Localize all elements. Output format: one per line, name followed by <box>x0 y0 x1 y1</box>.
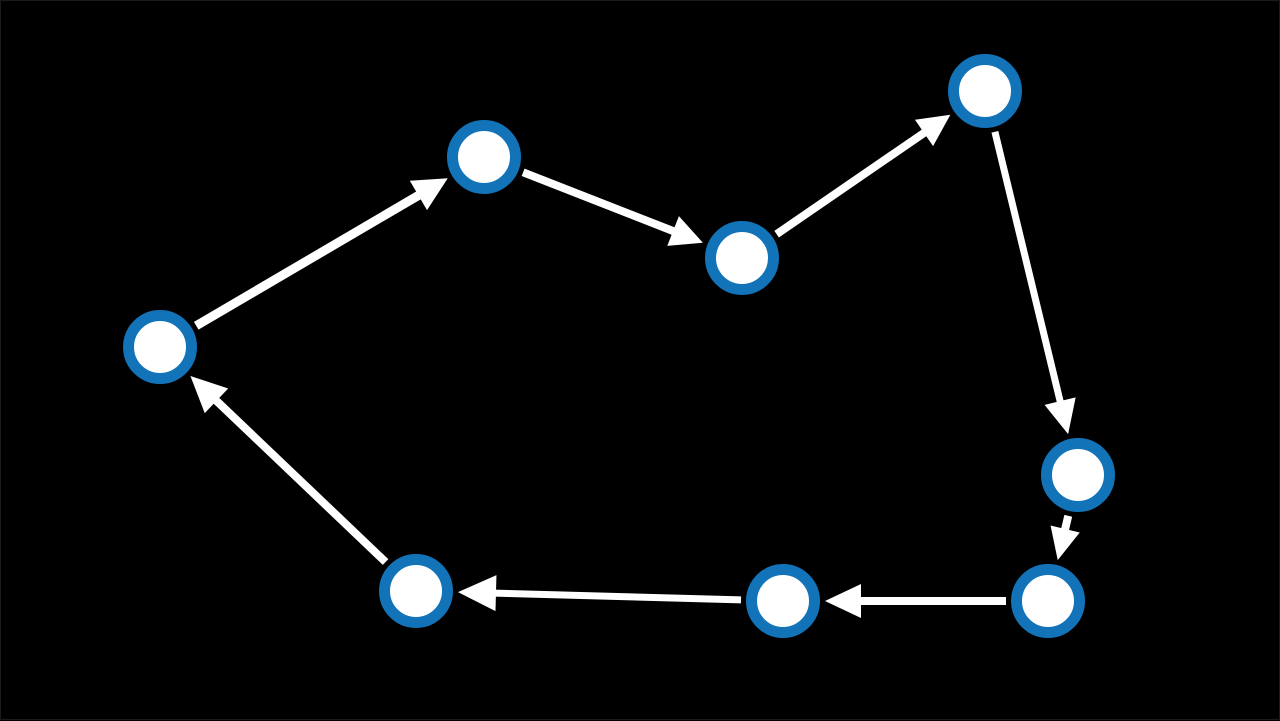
edge-left-to-top-mid[interactable] <box>193 178 448 330</box>
edge-bottom-left-to-left-line <box>212 396 389 565</box>
edge-bottom-mid-to-bottom-left-arrowhead-icon <box>457 575 497 612</box>
edge-top-mid-to-mid-line <box>521 168 677 236</box>
edges-layer <box>190 114 1080 618</box>
edge-left-to-top-mid-arrowhead-icon <box>409 178 448 211</box>
edge-top-right-to-right-upper[interactable] <box>991 130 1076 435</box>
node-top-mid[interactable] <box>447 120 521 194</box>
edge-bottom-mid-to-bottom-left[interactable] <box>457 575 742 612</box>
node-mid[interactable] <box>705 221 779 295</box>
node-top-right[interactable] <box>948 54 1022 128</box>
node-left[interactable] <box>123 310 197 384</box>
edge-right-upper-to-right-lower-arrowhead-icon <box>1050 525 1080 561</box>
edge-bottom-left-to-left-arrowhead-icon <box>190 375 229 414</box>
edge-right-lower-to-bottom-mid[interactable] <box>825 584 1006 618</box>
edge-mid-to-top-right-arrowhead-icon <box>914 114 951 147</box>
edge-top-mid-to-mid-arrowhead-icon <box>667 216 703 246</box>
edge-mid-to-top-right[interactable] <box>774 114 951 238</box>
node-bottom-left[interactable] <box>379 554 453 628</box>
edge-left-to-top-mid-line <box>193 190 423 330</box>
edge-top-mid-to-mid[interactable] <box>521 168 703 246</box>
node-right-upper[interactable] <box>1041 438 1115 512</box>
edge-top-right-to-right-upper-line <box>991 130 1064 404</box>
node-right-lower[interactable] <box>1011 564 1085 638</box>
node-bottom-mid[interactable] <box>746 564 820 638</box>
edge-right-upper-to-right-lower[interactable] <box>1050 514 1080 561</box>
edge-right-lower-to-bottom-mid-arrowhead-icon <box>825 584 861 618</box>
edge-mid-to-top-right-line <box>774 128 928 238</box>
edge-bottom-mid-to-bottom-left-line <box>493 589 742 604</box>
edge-right-upper-to-right-lower-line <box>1060 514 1073 532</box>
nodes-layer <box>123 54 1115 638</box>
edge-bottom-left-to-left[interactable] <box>190 375 389 565</box>
edge-top-right-to-right-upper-arrowhead-icon <box>1044 397 1076 435</box>
